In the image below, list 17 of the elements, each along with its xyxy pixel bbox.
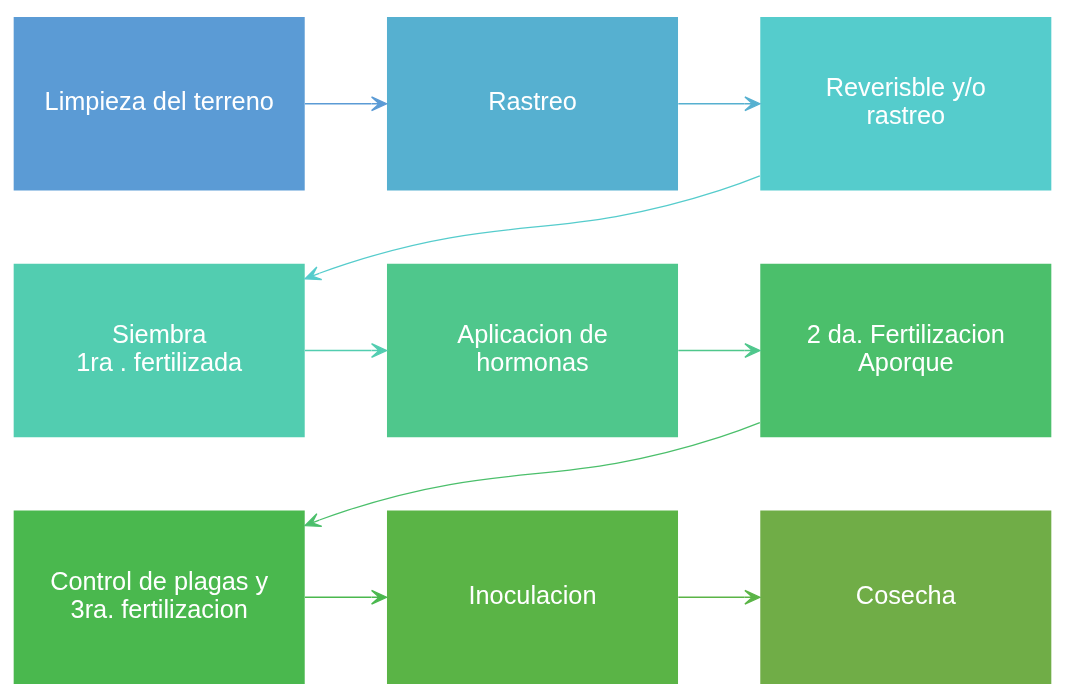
arrow: [304, 95, 388, 111]
arrow: [304, 174, 761, 280]
node-box: Aplicacion de hormonas: [387, 263, 678, 437]
node-box: Rastreo: [387, 16, 678, 190]
node-box: Inoculacion: [387, 510, 678, 684]
node-box: Reverisble y/o rastreo: [760, 16, 1052, 190]
node-box: 2 da. Fertilizacion Aporque: [760, 263, 1052, 437]
arrow: [304, 589, 388, 605]
arrow: [677, 342, 761, 358]
node-box: Cosecha: [760, 510, 1052, 684]
arrow: [677, 95, 761, 111]
arrow: [304, 342, 388, 358]
node-box: Limpieza del terreno: [13, 16, 305, 190]
arrow: [304, 421, 761, 527]
arrow: [677, 589, 761, 605]
node-box: Siembra 1ra . fertilizada: [13, 263, 305, 437]
node-box: Control de plagas y 3ra. fertilizacion: [13, 510, 305, 684]
